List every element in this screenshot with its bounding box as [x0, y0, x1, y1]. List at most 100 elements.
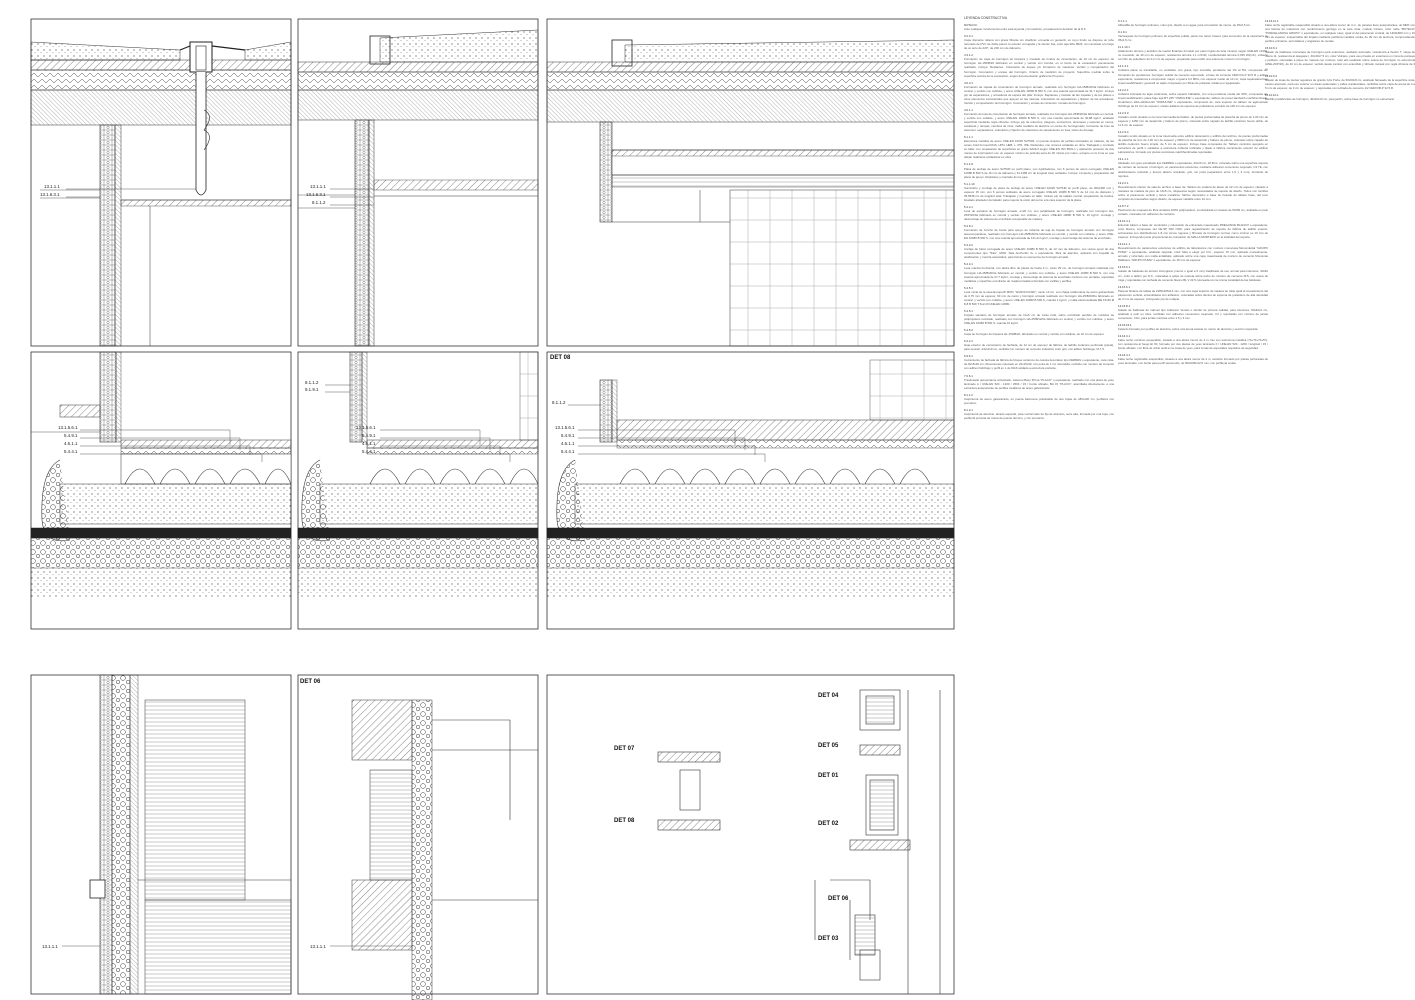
callout-label: 13.1.1.1 [44, 184, 60, 189]
callout-leaders [62, 188, 766, 947]
legend-item-text: Solado de baldosas monocapa de hormigón … [1265, 50, 1415, 71]
callout-label: 13.1.5.6.1 [356, 425, 376, 430]
legend-item-text: Parquet flotante de tablas de 2180x205x1… [1118, 288, 1268, 301]
legend-item-code: 13.16.3.1 [1118, 334, 1131, 339]
legend-item-code: 13.2.2.1 [1118, 180, 1129, 185]
legend-item-code: 5.4.4.1 [964, 262, 973, 267]
callout-label: 3.2.4.1 [33, 534, 47, 539]
legend-item-code: 15.10.10.1 [1265, 92, 1279, 97]
legend-item-text: Hoja exterior de cerramiento de fachada,… [964, 343, 1114, 352]
legend-item-text: Cerramiento de fachada de fábrica de blo… [964, 358, 1114, 371]
legend-item-code: 13.15.15.1 [1118, 323, 1132, 327]
callout-label: 13.1.6.3.1 [40, 192, 60, 197]
callout-label: 5.4.9.1 [561, 433, 575, 438]
legend-item-code: 8.1.1.2 [964, 392, 973, 397]
legend-item-code: 5.1.1.1 [964, 135, 973, 140]
callout-label: 13.1.1.1 [42, 944, 58, 949]
legend-item-text: Capa de hormigón de limpieza HL-150/B/20… [964, 332, 1105, 337]
legend-item-text: Forjado sanitario de hormigón armado de … [964, 312, 1114, 326]
legend-item-text: Falso techo registrable suspendido situa… [1265, 23, 1415, 44]
legend-item-text: Capa drenante rellena con grava filtrant… [964, 38, 1114, 51]
legend-item-code: 12.2.2.1 [1118, 87, 1129, 92]
legend-item-code: 15.10.6.2 [1265, 73, 1278, 78]
legend-item-text: Formación de zapata de cimentación de ho… [964, 84, 1114, 105]
legend-list: NOTA D.F.Ante cualquier incoherencia ent… [964, 23, 1114, 420]
detail-foundation-center [297, 351, 539, 598]
detail-label-det08-main: DET 08 [550, 355, 571, 361]
detail-roof-drain [30, 41, 292, 347]
legend-item-text: Enlucido básico a base de: suministro y … [1118, 223, 1268, 240]
legend-item-text: Aislamiento térmico y acústico de suelos… [1118, 49, 1268, 62]
detail-label-det06-small: DET 06 [828, 896, 849, 902]
legend-item-code: 13.1.1.1 [1118, 157, 1129, 162]
callout-labels: 13.1.1.1 13.1.6.3.1 13.1.1.1 13.1.6.3.1 … [33, 184, 575, 949]
detail-label-det05: DET 05 [818, 743, 839, 749]
legend-item-text: Pavimento de moqueta de fibra sintética … [1118, 207, 1268, 216]
legend-title: LEYENDA CONSTRUCTIVA [964, 16, 1008, 20]
legend-item-text: Revestimiento de paramentos exteriores d… [1118, 246, 1268, 263]
legend-item-code: 9.1.1.1 [1118, 19, 1127, 23]
legend-item-text: Formación de losa de cimentación de horm… [964, 111, 1114, 133]
callout-label: 5.4.9.1 [362, 433, 376, 438]
detail-roof-tiled-wall [546, 39, 955, 347]
legend-item-code: 13.12.1.1 [1118, 242, 1131, 247]
legend-item-code: 15.10.6.1 [1265, 46, 1278, 51]
legend-item-code: 5.4.5.2 [964, 328, 973, 333]
legend-item-code: 13.15.8.1 [1118, 303, 1131, 308]
callout-label: 13.1.5.6.1 [555, 425, 575, 430]
callout-label: 13.1.1.1 [310, 944, 326, 949]
legend-item-code: 5.4.5.1 [964, 308, 973, 313]
legend-item-code: 5.1.1.8 [964, 162, 973, 167]
legend-item-text: Estructura metálica de acero UNE-EN 1002… [964, 139, 1114, 160]
callout-label: 4.6.1.1 [362, 441, 376, 446]
legend-item-code: 11.1.10.1 [1118, 45, 1130, 50]
callout-label: 5.4.9.1 [64, 433, 78, 438]
callout-label: 4.6.1.1 [64, 441, 78, 446]
detail-foundation-left [30, 351, 292, 598]
legend-item-text: Canalón oculto situado en la zona interm… [1118, 114, 1268, 128]
legend-item-text: Bordillo prefabricado de hormigón, 40x20… [1265, 96, 1395, 101]
callout-label: 5.4.4.1 [362, 449, 376, 454]
legend-item-code: 7.6.6.1 [964, 373, 973, 378]
legend-item-text: Losa de escalera de hormigón armado, e=2… [964, 208, 1114, 222]
legend-item-code: 9.1.9.1 [1118, 30, 1127, 35]
legend-item-code: 4.6.3.1 [964, 80, 973, 85]
callout-label: 13.1.5.6.1 [58, 425, 78, 430]
callout-label: 5.4.4.1 [64, 449, 78, 454]
legend-item-text: Revestimiento interior de sala de archiv… [1118, 184, 1268, 201]
legend-item-text: Vierteaguas de hormigón polímero de supe… [1118, 34, 1268, 43]
detail-joinery-plans [657, 689, 941, 994]
legend-item-text: Formación de capa de hormigón de limpiez… [964, 57, 1114, 78]
legend-item-text: Carpintería de acero galvanizado, en pue… [964, 396, 1114, 405]
legend-item-code: 12.8.7.2 [1118, 203, 1129, 208]
detail-det06-section [351, 699, 538, 1000]
callout-label: 8.1.1.2 [552, 400, 566, 405]
callout-label: 4.6.1.1 [561, 441, 575, 446]
callout-label: 5.4.4.1 [561, 449, 575, 454]
legend-item-text: Solado de baldosas de terrazo micrograno… [1118, 269, 1268, 282]
legend-column-1: LEYENDA CONSTRUCTIVA NOTA D.F.Ante cualq… [964, 16, 1114, 996]
detail-label-det07: DET 07 [614, 746, 635, 752]
legend-item-text: Carpintería de aluminio, lacado especial… [964, 411, 1114, 420]
legend-item-text: Losa maciza horizontal, con altura libre… [964, 266, 1114, 283]
legend-item-code: 12.2.3.4 [1118, 130, 1129, 135]
detail-label-det08-small: DET 08 [614, 818, 635, 824]
legend-item-code: 8.1.2.1 [964, 407, 973, 412]
legend-item-code: 5.4.5.1 [964, 285, 973, 290]
legend-item-code: 5.4.3.2 [964, 243, 973, 248]
legend-item-code: 5.4.9.1 [964, 224, 973, 229]
legend-item-text: Falso techo continuo suspendido, situado… [1118, 338, 1268, 351]
legend-item-text: Trasdosado autoportante arriostrado, sis… [964, 377, 1114, 390]
legend-item-text: Anclaje de barra corrugada de acero UNE-… [964, 247, 1114, 260]
legend-item-text: Losa mixta de la casa Europerfil MOD. "E… [964, 289, 1114, 306]
legend-item-text: Albardilla de hormigón polímero, color g… [1118, 23, 1251, 28]
legend-item-text: Cubierta plana no transitable, no ventil… [1118, 68, 1268, 85]
callout-label: 9.1.9.1 [305, 387, 319, 392]
legend-item-text: Ante cualquier incoherencia entre esta l… [964, 27, 1087, 32]
legend-item-code: 13.15.6.1 [1118, 265, 1131, 270]
callout-label: 8.1.1.2 [305, 380, 319, 385]
